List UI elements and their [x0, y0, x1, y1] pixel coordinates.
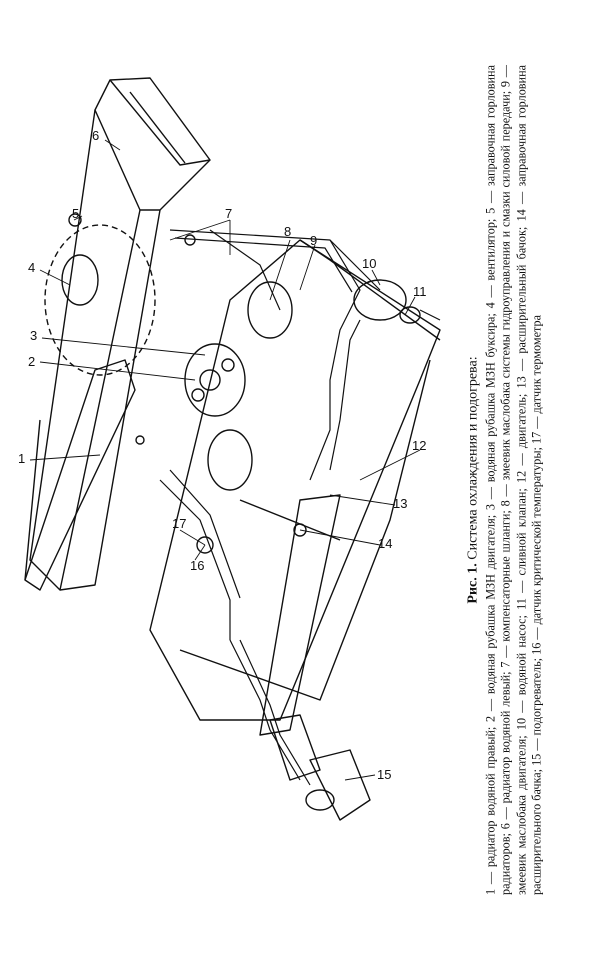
- left-radiator: [29, 77, 211, 591]
- callout-11: 11: [413, 284, 427, 299]
- callout-14: 14: [378, 536, 392, 551]
- right-radiator: [24, 359, 136, 591]
- callout-8: 8: [284, 224, 291, 239]
- filler-neck-radiators: [68, 213, 82, 227]
- pipes: [159, 229, 441, 786]
- callout-1: 1: [18, 451, 25, 466]
- engine: [149, 239, 441, 721]
- caption-title: Рис. 1. Система охлаждения и подогрева:: [465, 65, 481, 895]
- caption-body: 1 — радиатор водяной правый; 2 — водяная…: [482, 65, 544, 895]
- caption-title-bold: Рис. 1.: [465, 563, 481, 604]
- caption-title-rest: Система охлаждения и подогрева:: [465, 356, 481, 564]
- callout-7: 7: [225, 206, 232, 221]
- water-pump: [353, 279, 421, 324]
- callout-3: 3: [30, 328, 37, 343]
- fan: [44, 224, 156, 376]
- callout-6: 6: [92, 128, 99, 143]
- heater: [269, 714, 371, 821]
- callout-5: 5: [72, 206, 79, 221]
- callout-9: 9: [310, 233, 317, 248]
- callout-16: 16: [190, 558, 204, 573]
- caption: Рис. 1. Система охлаждения и подогрева: …: [420, 60, 590, 900]
- callout-13: 13: [393, 496, 407, 511]
- callout-2: 2: [28, 354, 35, 369]
- expansion-tank: [259, 494, 341, 736]
- callout-10: 10: [362, 256, 376, 271]
- callout-15: 15: [377, 767, 391, 782]
- callout-4: 4: [28, 260, 35, 275]
- callout-12: 12: [412, 438, 426, 453]
- callout-17: 17: [172, 516, 186, 531]
- critical-temp-sensor: [196, 536, 214, 554]
